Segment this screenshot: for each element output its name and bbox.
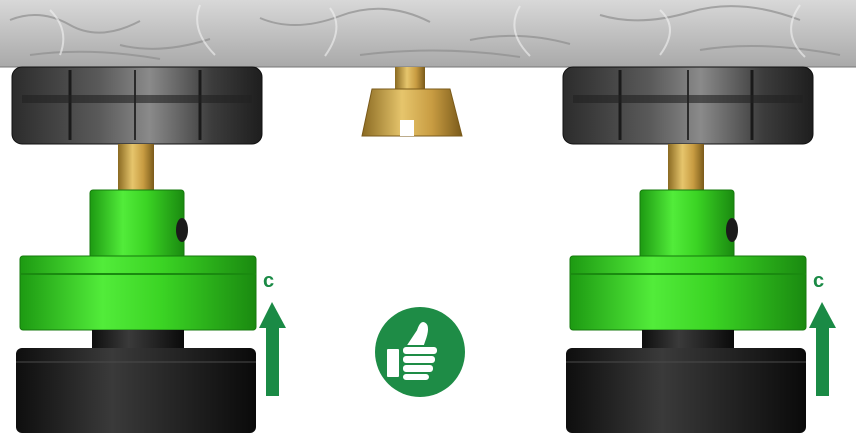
right-dark-nut — [563, 67, 813, 144]
right-green-flange — [570, 256, 806, 330]
thumbs-up-icon — [375, 307, 465, 397]
left-dark-nut — [12, 67, 262, 144]
left-green-flange — [20, 256, 256, 330]
right-brass-stem — [668, 144, 704, 192]
left-black-base — [16, 348, 256, 433]
left-brass-stem — [118, 144, 154, 192]
concrete-ceiling — [0, 0, 856, 67]
center-brass-fitting — [362, 67, 462, 136]
left-green-block — [90, 190, 188, 258]
right-arrow-label: c — [813, 270, 824, 293]
left-assembly — [12, 67, 286, 433]
left-black-neck — [92, 330, 184, 350]
right-up-arrow — [809, 302, 836, 396]
left-arrow-label: c — [263, 270, 274, 293]
right-assembly — [563, 67, 836, 433]
right-black-base — [566, 348, 806, 433]
left-up-arrow — [259, 302, 286, 396]
right-green-block — [640, 190, 738, 258]
right-black-neck — [642, 330, 734, 350]
